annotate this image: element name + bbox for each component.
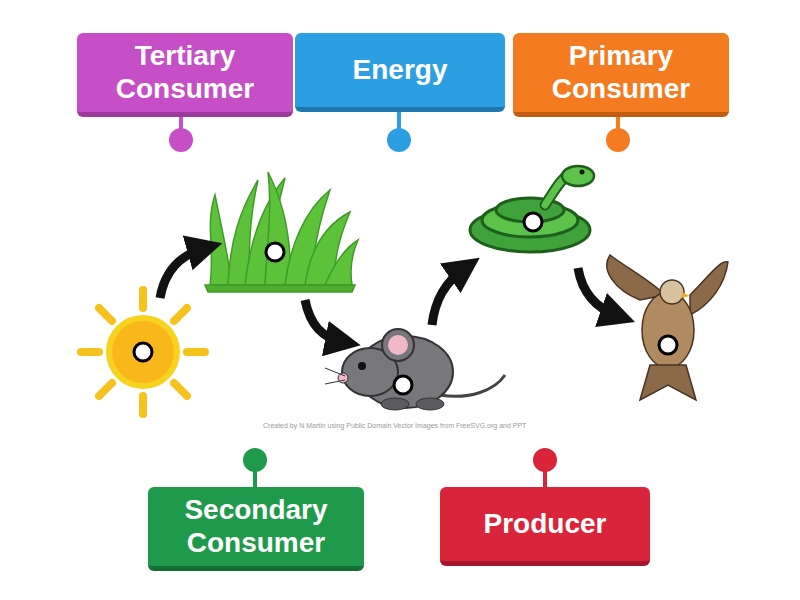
label-text: Tertiary Consumer <box>85 40 285 104</box>
grass <box>205 172 358 292</box>
hawk <box>607 255 728 400</box>
label-text: Producer <box>484 508 607 540</box>
label-text: Primary Consumer <box>521 40 721 104</box>
label-box: Primary Consumer <box>513 33 729 117</box>
watermark: Created by N Martin using Public Domain … <box>263 422 526 429</box>
label-text: Energy <box>353 54 448 86</box>
target-dots <box>134 213 677 394</box>
snake <box>470 166 594 252</box>
label-text: Secondary Consumer <box>156 494 356 558</box>
label-box: Producer <box>440 487 650 566</box>
mouse <box>325 329 505 410</box>
label-box: Secondary Consumer <box>148 487 364 571</box>
label-box: Energy <box>295 33 505 112</box>
leader-lines <box>169 110 630 490</box>
flow-arrows <box>160 248 618 342</box>
label-box: Tertiary Consumer <box>77 33 293 117</box>
sun <box>81 290 205 414</box>
